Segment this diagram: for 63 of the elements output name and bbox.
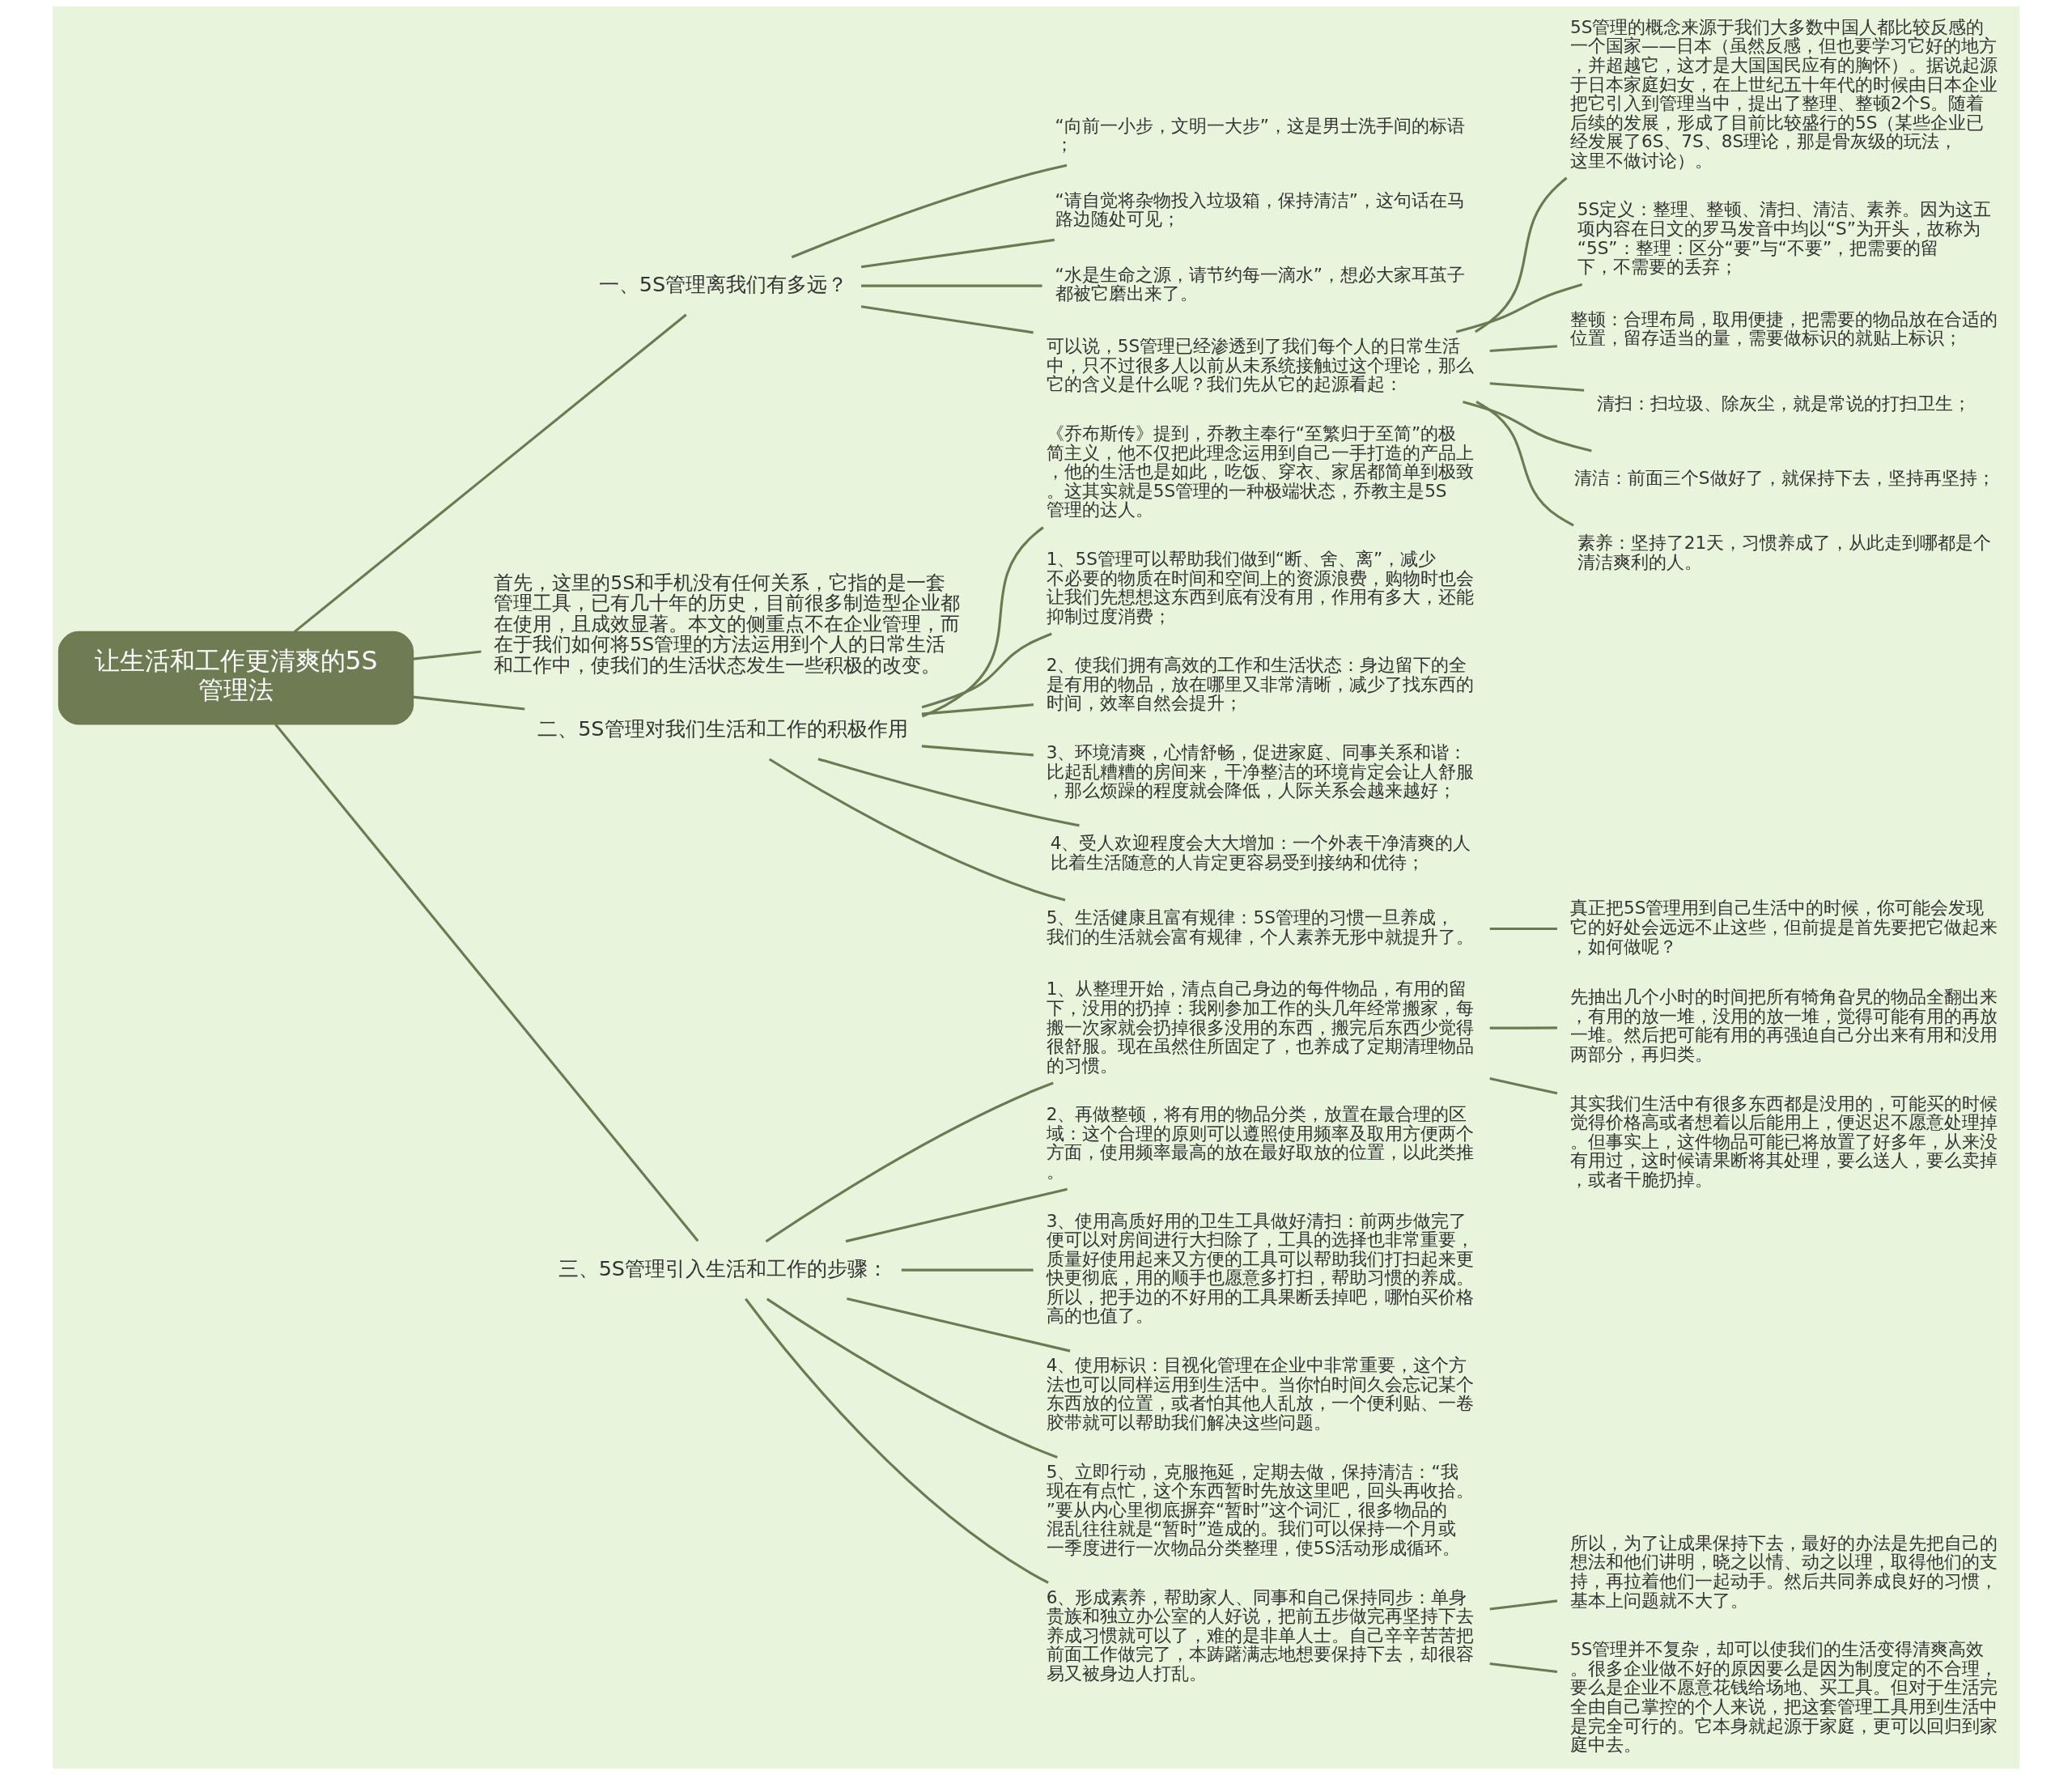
node-text: “向前一小步，文明一大步”，这是男士洗手间的标语； [1055, 115, 1465, 155]
node-text: 先抽出几个小时的时间把所有犄角旮旯的物品全翻出来，有用的放一堆，没用的放一堆，觉得可能有用的再放一堆。然后把可能有用的再强迫自己分出来有用和没用两部分，再归类。 [1569, 987, 1998, 1064]
node-text: 所以，为了让成果保持下去，最好的办法是先把自己的想法和他们讲明，晓之以情、动之以理，取得他们的支持，再拉着他们一起动手。然后共同养成良好的习惯，基本上问题就不大了。 [1569, 1532, 1998, 1611]
connector [1489, 382, 1585, 392]
connector [1455, 282, 1583, 333]
node-text: “水是生命之源，请节约每一滴水”，想必大家耳茧子都被它磨出来了。 [1055, 264, 1465, 304]
connector [1489, 1599, 1558, 1611]
node-text: 4、受人欢迎程度会大大增加：一个外表干净清爽的人比着生活随意的人肯定更容易受到接纳和优待； [1050, 833, 1471, 873]
node-text: 5S管理并不复杂，却可以使我们的生活变得清爽高效。很多企业做不好的原因要么是因为制度定的不合理，要么是企业不愿意花钱给场地、买工具。但对于生活完全由自己掌控的个人来说，把这套管理工具用到生活中是完全可行的。它本身就起源于家庭，更可以回归到家庭中去。 [1569, 1639, 1998, 1756]
node-text: 3、使用高质好用的卫生工具做好清扫：前两步做完了便可以对房间进行大扫除了，工具的选择也非常重要，质量好使用起来又方便的工具可以帮助我们打扫起来更快更彻底，用的顺手也愿意多打扫，帮助习惯的养成。所以，把手边的不好用的工具果断丢掉吧，哪怕买价格高的也值了。 [1046, 1210, 1474, 1327]
connector [413, 650, 482, 660]
connector [1489, 1662, 1558, 1673]
node-text: 4、使用标识：目视化管理在企业中非常重要，这个方法也可以同样运用到生活中。当你怕时间久会忘记某个东西放的位置，或者怕其他人乱放，一个便利贴、一卷胶带就可以帮助我们解决这些问题。 [1046, 1355, 1474, 1433]
node-text: 二、5S管理对我们生活和工作的积极作用 [537, 716, 908, 741]
node-text: 清洁：前面三个S做好了，就保持下去，坚持再坚持； [1573, 467, 1995, 488]
connector [413, 695, 525, 711]
connector [921, 526, 1044, 718]
node-text: 1、从整理开始，清点自己身边的每件物品，有用的留下，没用的扔掉：我刚参加工作的头几年经常搬家，每搬一次家就会扔掉很多没用的东西，搬完后东西少觉得很舒服。现在虽然住所固定了，也养成了定期清理物品的习惯。 [1046, 979, 1474, 1076]
node-text: 5、生活健康且富有规律：5S管理的习惯一旦养成，我们的生活就会富有规律，个人素养无形中就提升了。 [1046, 907, 1474, 947]
node-text: 三、5S管理引入生活和工作的步骤： [558, 1255, 889, 1280]
connector [745, 1297, 1049, 1584]
node-text: 3、环境清爽，心情舒畅，促进家庭、同事关系和谐：比起乱糟糟的房间来，干净整洁的环境肯定会让人舒服，那么烦躁的程度就会降低，人际关系会越来越好； [1046, 742, 1474, 801]
node-text: 2、再做整顿，将有用的物品分类，放置在最合理的区域：这个合理的原则可以遵照使用频率及取用方便两个方面，使用频率最高的放在最好取放的位置，以此类推。 [1046, 1104, 1474, 1183]
connector [921, 703, 1034, 716]
node-text: 真正把5S管理用到自己生活中的时候，你可能会发现它的好处会远远不止这些，但前提是首先要把它做起来，如何做呢？ [1569, 898, 1998, 957]
connector [860, 305, 1034, 334]
connector [293, 313, 687, 633]
node-text: 6、形成素养，帮助家人、同事和自己保持同步：单身贵族和独立办公室的人好说，把前五步做完再坚持下去养成习惯就可以了，难的是非单人士。自己辛辛苦苦把前面工作做完了，本踌躇满志地想要保持下去，却很容易又被身边人打乱。 [1046, 1586, 1474, 1684]
connector [274, 724, 699, 1242]
node-text: 2、使我们拥有高效的工作和生活状态：身边留下的全是有用的物品，放在哪里又非常清晰，减少了找东西的时间，效率自然会提升； [1046, 655, 1474, 714]
node-text: 清扫：扫垃圾、除灰尘，就是常说的打扫卫生； [1597, 393, 1972, 414]
node-text: 可以说，5S管理已经渗透到了我们每个人的日常生活中，只不过很多人以前从未系统接触过这个理论，那么它的含义是什么呢？我们先从它的起源看起： [1046, 336, 1474, 395]
node-text: “请自觉将杂物投入垃圾箱，保持清洁”，这句话在马路边随处可见； [1055, 189, 1465, 230]
node-box: 让生活和工作更清爽的5S管理法 [57, 631, 414, 725]
connector [921, 745, 1034, 757]
connector [1463, 401, 1592, 452]
connector [791, 163, 1068, 259]
node-text: 1、5S管理可以帮助我们做到“断、舍、离”，减少不必要的物质在时间和空间上的资源浪费，购物时也会让我们先想想这东西到底有没有用，作用有多大，还能抑制过度消费； [1046, 548, 1474, 626]
connector [1489, 1077, 1558, 1095]
connector [861, 284, 1042, 287]
node-text: 素养：坚持了21天，习惯养成了，从此走到哪都是个清洁爽利的人。 [1577, 533, 1992, 572]
node-text: 《乔布斯传》提到，乔教主奉行“至繁归于至简”的极简主义，他不仅把此理念运用到自己一手打造的产品上，他的生活也是如此，吃饭、穿衣、家居都简单到极致。这其实就是5S管理的一种极端状态，乔教主是5S管理的达人。 [1046, 423, 1474, 520]
connector [1489, 1026, 1557, 1030]
node-text: 一、5S管理离我们有多远？ [598, 271, 848, 296]
connector [817, 758, 1080, 827]
connector [766, 1297, 1058, 1459]
connector [1489, 345, 1558, 353]
node-text: 其实我们生活中有很多东西都是没用的，可能买的时候觉得价格高或者想着以后能用上，便迟迟不愿意处理掉。但事实上，这件物品可能已将放置了好多年，从来没有用过，这时候请果断将其处理，要么送人，要么卖掉，或者干脆扔掉。 [1569, 1093, 1998, 1190]
connector [921, 632, 1052, 709]
node-text: 5S定义：整理、整顿、清扫、清洁、素养。因为这五项内容在日文的罗马发音中均以“S”为开头，故称为“5S”：整理：区分“要”与“不要”，把需要的留下，不需要的丢弃； [1577, 199, 1992, 278]
connector [901, 1268, 1034, 1272]
connector [845, 1187, 1068, 1243]
node-text: 5S管理的概念来源于我们大多数中国人都比较反感的一个国家——日本（虽然反感，但也要学习它好的地方，并超越它，这才是大国国民应有的胸怀）。据说起源于日本家庭妇女，在上世纪五十年代的时候由日本企业把它引入到管理当中，提出了整理、整顿2个S。随着后续的发展，形成了目前比较盛行的5S（某些企业已经发展了6S、7S、8S理论，那是骨灰级的玩法，这里不做讨论）。 [1569, 16, 1998, 171]
connector [1475, 401, 1574, 527]
node-text: 整顿：合理布局，取用便捷，把需要的物品放在合适的位置，留存适当的量，需要做标识的就贴上标识； [1569, 308, 1998, 349]
connector [860, 238, 1055, 269]
connector [1474, 176, 1568, 333]
connector [847, 1297, 1071, 1352]
node-text: 首先，这里的5S和手机没有任何关系，它指的是一套管理工具，已有几十年的历史，目前很多制造型企业都在使用，且成效显著。本文的侧重点不在企业管理，而在于我们如何将5S管理的方法运用到个人的日常生活和工作中，使我们的生活状态发生一些积极的改变。 [494, 571, 961, 677]
connector [768, 758, 1066, 902]
connector [765, 1081, 1054, 1243]
node-text: 5、立即行动，克服拖延，定期去做，保持清洁：“我现在有点忙，这个东西暂时先放这里吧，回头再收拾。”要从内心里彻底摒弃“暂时”这个词汇，很多物品的混乱往往就是“暂时”造成的。我们可以保持一个月或一季度进行一次物品分类整理，使5S活动形成循环。 [1046, 1461, 1474, 1558]
connector [1489, 927, 1557, 931]
